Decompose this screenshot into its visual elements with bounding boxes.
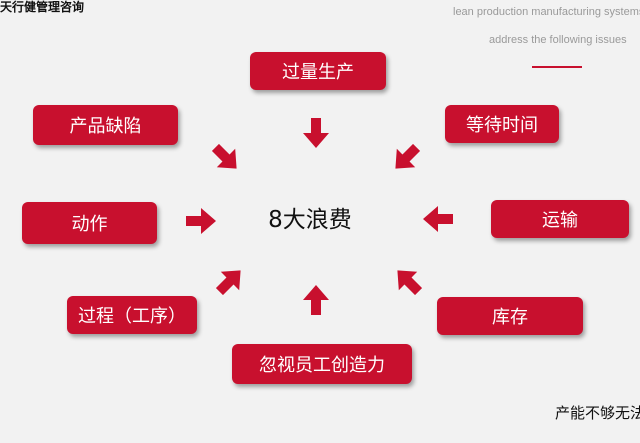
header-english-line-1: lean production manufacturing systems (453, 6, 640, 18)
arrow-from-bottom-left-icon (209, 260, 251, 302)
arrow-from-top-icon (301, 118, 331, 148)
arrow-from-right-icon (423, 204, 453, 234)
arrow-from-bottom-icon (301, 285, 331, 315)
arrow-from-top-right-icon (385, 137, 427, 179)
header-english-line-2: address the following issues (489, 34, 627, 46)
waste-box-overproduction: 过量生产 (250, 52, 386, 90)
waste-box-motion: 动作 (22, 202, 157, 244)
waste-box-inventory: 库存 (437, 297, 583, 335)
waste-box-unused-creativity: 忽视员工创造力 (232, 344, 412, 384)
brand-name: 天行健管理咨询 (0, 0, 85, 14)
waste-box-transport: 运输 (491, 200, 629, 238)
arrow-from-left-icon (186, 206, 216, 236)
waste-box-waiting: 等待时间 (445, 105, 559, 143)
waste-box-process: 过程（工序） (67, 296, 197, 334)
center-title: 8大浪费 (268, 207, 352, 233)
waste-box-defects: 产品缺陷 (33, 105, 178, 145)
footer-text: 产能不够无法 (555, 404, 640, 422)
arrow-from-top-left-icon (205, 137, 247, 179)
arrow-from-bottom-right-icon (387, 260, 429, 302)
accent-divider (532, 66, 582, 68)
